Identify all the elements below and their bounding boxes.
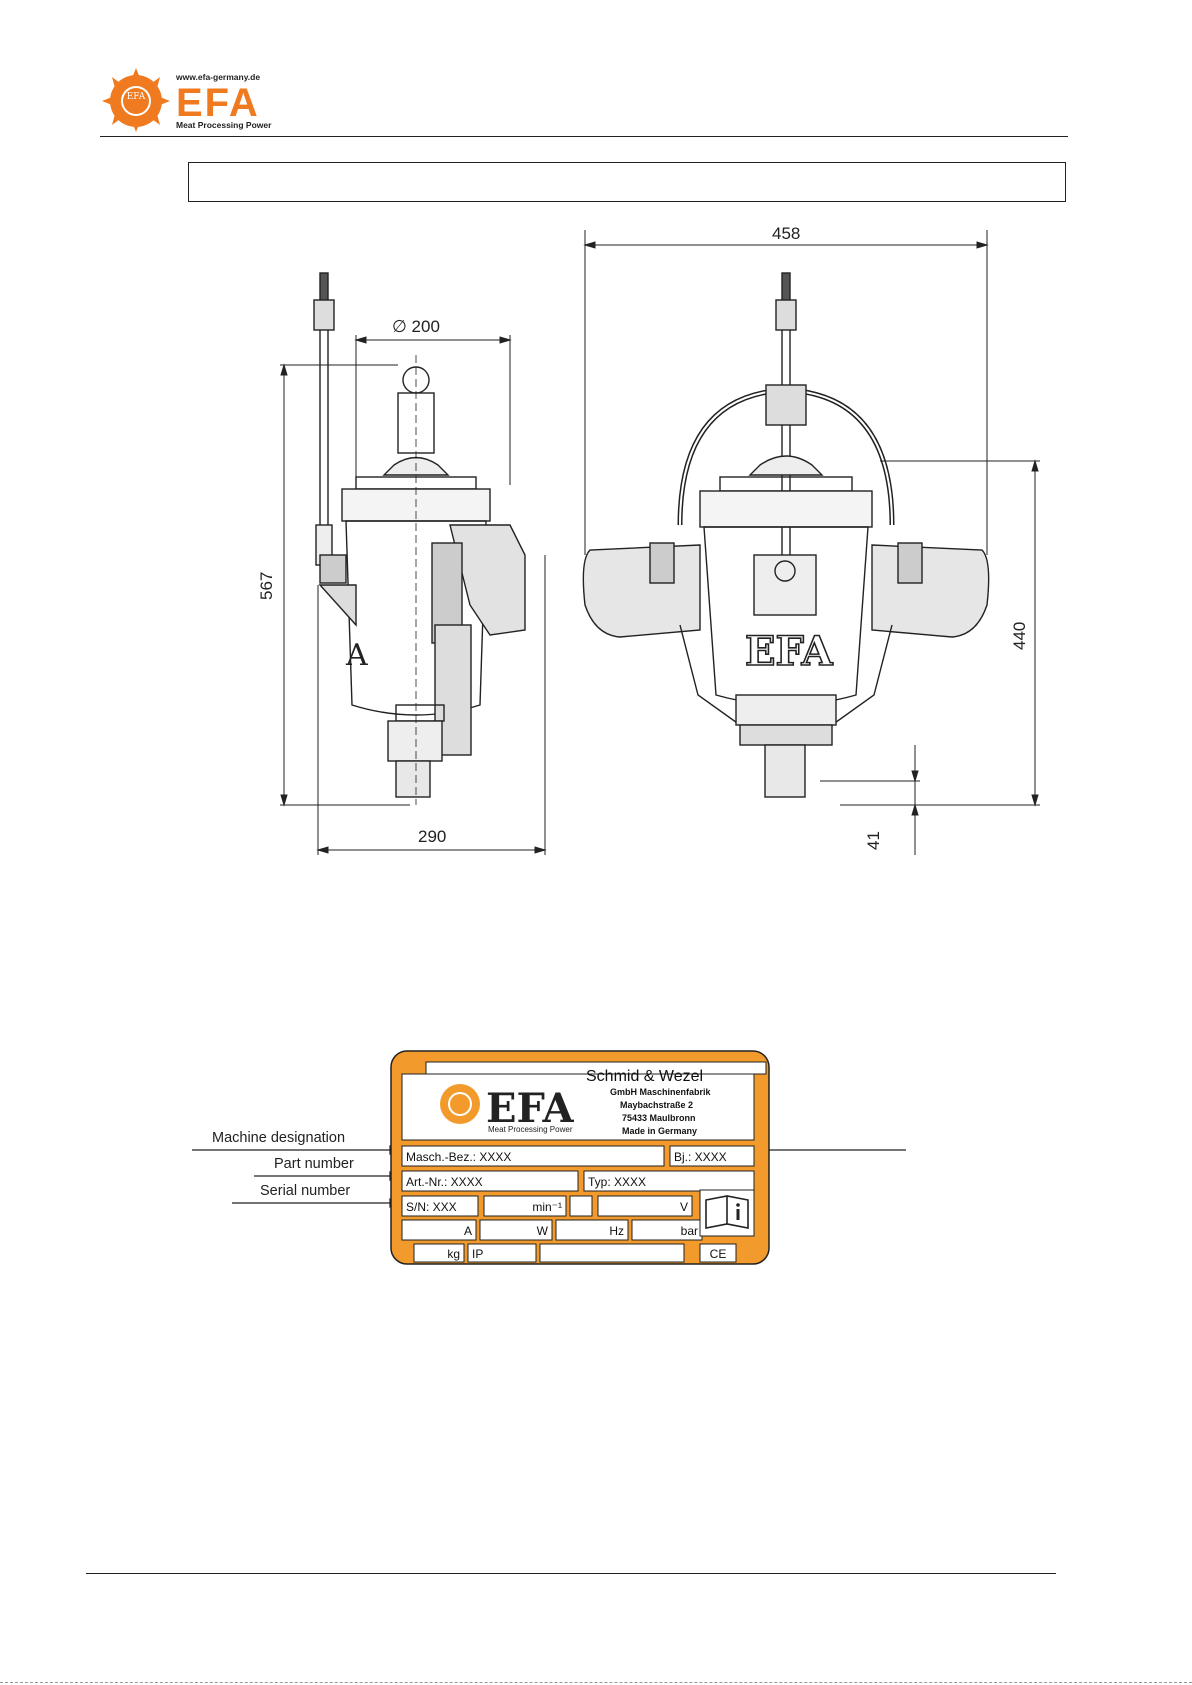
dim-front-offset: 41 (864, 831, 883, 850)
field-bar: bar (681, 1224, 698, 1238)
dim-front-height: 440 (1010, 622, 1029, 650)
front-view-logo: EFA (745, 628, 834, 675)
nameplate-company-sub: GmbH Maschinenfabrik (610, 1087, 712, 1097)
dim-side-height: 567 (257, 572, 276, 600)
field-sn: S/N: XXX (406, 1200, 457, 1214)
field-amp: A (464, 1224, 472, 1238)
nameplate-company: Schmid & Wezel (586, 1068, 703, 1085)
callout-part-number: Part number (274, 1156, 354, 1172)
callout-serial-number: Serial number (260, 1183, 351, 1199)
nameplate: EFA Meat Processing Power Schmid & Wezel… (390, 1050, 770, 1265)
dim-side-width: 290 (418, 827, 446, 846)
header-rule (100, 136, 1068, 137)
ce-mark: CE (710, 1247, 727, 1261)
field-watt: W (537, 1224, 549, 1238)
nameplate-brand: EFA (486, 1085, 575, 1132)
footer-rule (86, 1573, 1056, 1574)
nameplate-street: Maybachstraße 2 (620, 1100, 693, 1110)
nameplate-tagline: Meat Processing Power (488, 1125, 573, 1134)
field-masch-bez: Masch.-Bez.: XXXX (406, 1150, 511, 1164)
field-min: min⁻¹ (532, 1200, 562, 1214)
nameplate-made-in: Made in Germany (622, 1126, 697, 1136)
logo-brand: EFA (176, 81, 260, 125)
nameplate-city: 75433 Maulbronn (622, 1113, 696, 1123)
technical-drawing: A ∅ 200 567 290 (180, 224, 1080, 875)
logo-tagline: Meat Processing Power (176, 120, 272, 130)
field-bj: Bj.: XXXX (674, 1150, 727, 1164)
field-ip: IP (472, 1247, 483, 1261)
field-art-nr: Art.-Nr.: XXXX (406, 1175, 483, 1189)
svg-text:EFA: EFA (127, 92, 146, 102)
front-view-dimensions (583, 230, 1040, 855)
title-box (188, 162, 1066, 202)
side-view: A (313, 272, 526, 805)
field-volt: V (680, 1200, 688, 1214)
field-hertz: Hz (609, 1224, 624, 1238)
field-kg: kg (447, 1247, 460, 1261)
manual-info-icon (699, 1189, 755, 1237)
sun-seal-icon: EFA (102, 68, 170, 132)
side-view-logo: A (345, 638, 368, 673)
front-view: EFA (582, 272, 990, 798)
field-typ: Typ: XXXX (588, 1175, 646, 1189)
page-edge (0, 1682, 1192, 1684)
side-view-dimensions (280, 335, 547, 855)
nameplate-seal-icon (440, 1084, 480, 1124)
logo-url: www.efa-germany.de (175, 72, 260, 82)
dim-side-diameter: ∅ 200 (392, 317, 440, 336)
callout-machine-designation: Machine designation (212, 1130, 346, 1146)
dim-front-width: 458 (772, 225, 800, 243)
efa-logo: EFA www.efa-germany.de EFA Meat Processi… (100, 68, 290, 132)
